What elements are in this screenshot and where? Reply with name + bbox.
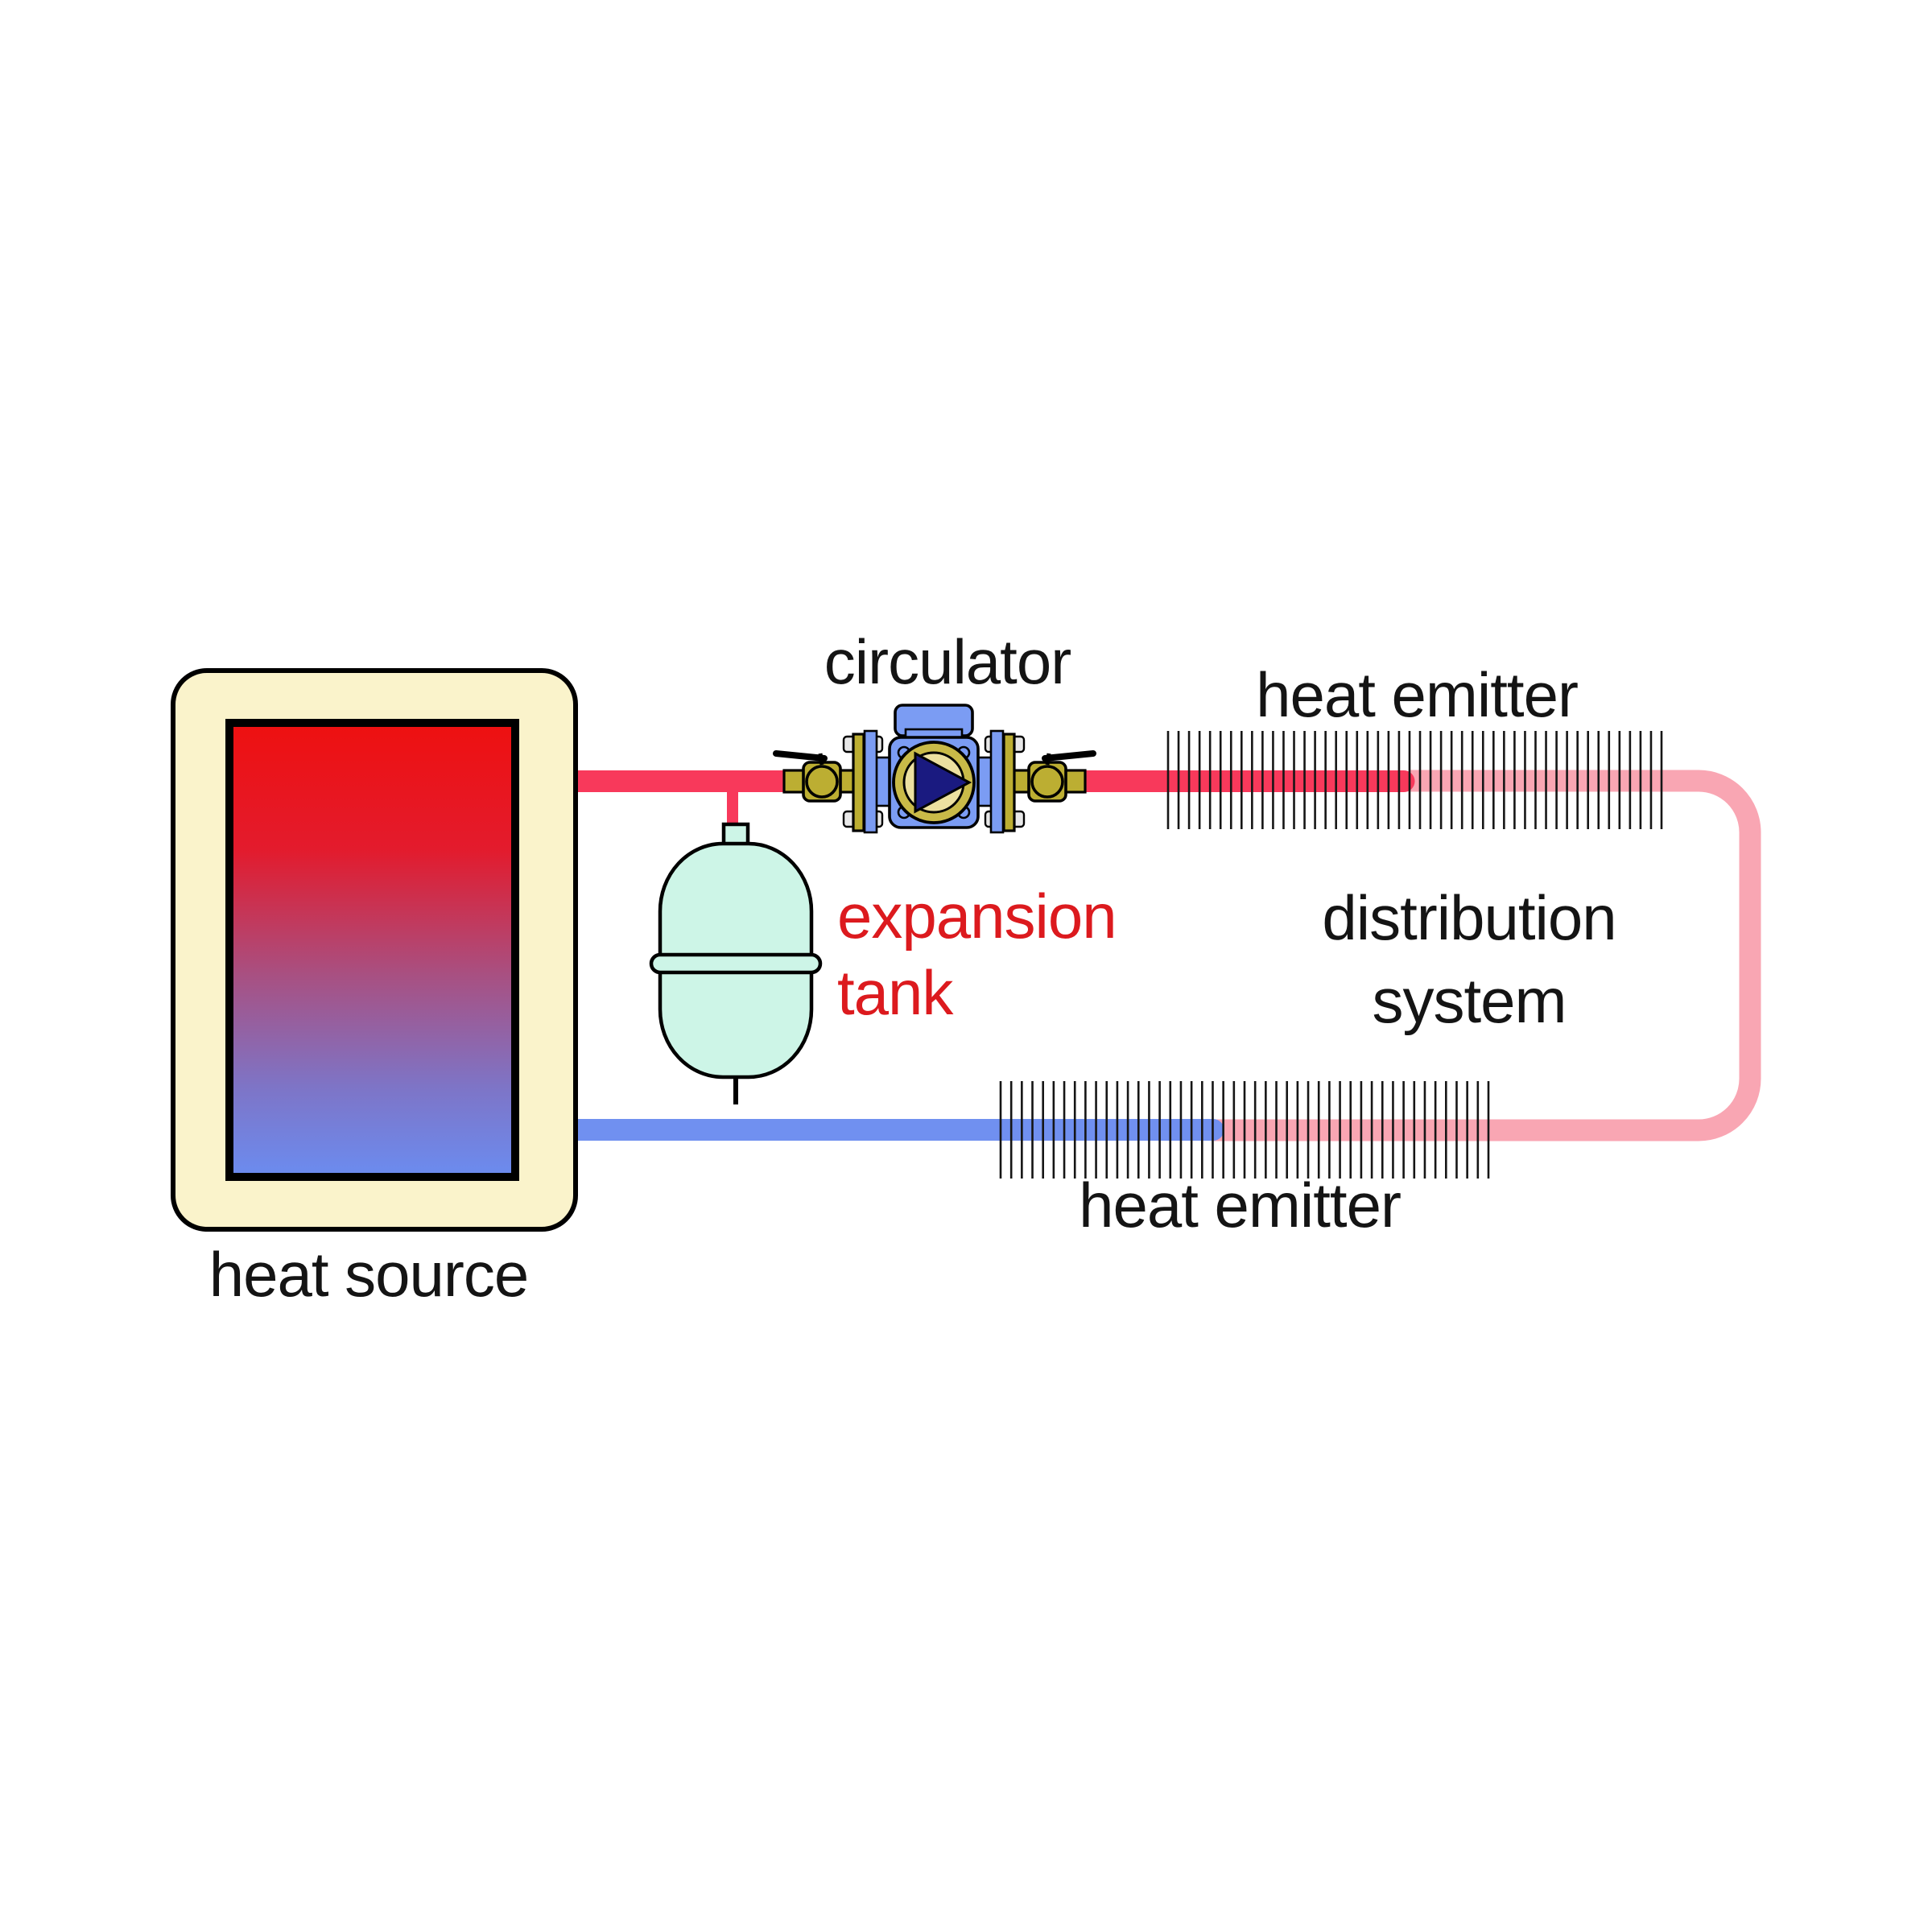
heat-emitter-top-label: heat emitter [1256, 659, 1579, 730]
heat-emitter-bottom-fins [999, 1081, 1490, 1179]
heat-emitter-top-fins [1166, 731, 1663, 829]
distribution-loop-pipe-pink [1214, 770, 1761, 1141]
heat-source-label: heat source [208, 1239, 530, 1310]
circulator-label: circulator [824, 626, 1071, 697]
heat-source [171, 668, 578, 1232]
pump-flange-left [842, 729, 884, 834]
pump-flange-right [984, 729, 1026, 834]
pump-flow-arrow [914, 751, 972, 814]
expansion-tank-label-line1: expansion [837, 881, 1117, 952]
ball-valve-left [773, 750, 860, 803]
heat-emitter-bottom-label: heat emitter [1079, 1170, 1402, 1241]
distribution-system-label-line2: system [1372, 965, 1567, 1036]
expansion-tank [649, 822, 823, 1104]
expansion-tank-label-line2: tank [837, 957, 953, 1028]
distribution-system-label-line1: distribution [1322, 882, 1616, 953]
ball-valve-right [1009, 750, 1096, 803]
expansion-tank-band [649, 952, 823, 975]
circulator-pump [773, 704, 1096, 834]
heat-source-core-gradient [225, 719, 519, 1181]
